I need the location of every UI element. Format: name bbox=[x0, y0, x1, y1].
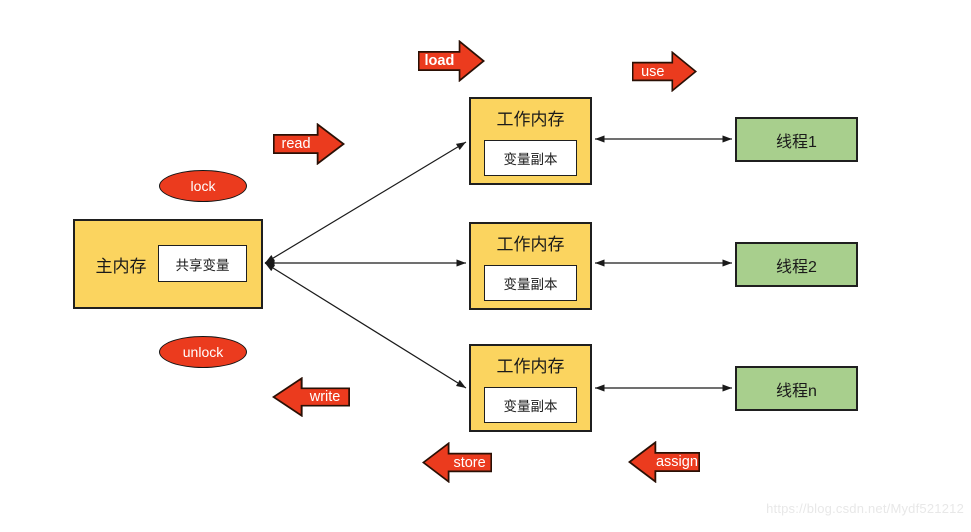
lock-ellipse: lock bbox=[159, 170, 247, 202]
main-memory-label: 主内存 bbox=[95, 256, 147, 276]
working-memory-label: 工作内存 bbox=[496, 110, 565, 129]
variable-copy-box: 变量副本 bbox=[484, 140, 577, 176]
watermark-text: https://blog.csdn.net/Mydf521212 bbox=[766, 501, 964, 516]
unlock-ellipse: unlock bbox=[159, 336, 247, 368]
working-memory-box-1: 工作内存 变量副本 bbox=[469, 97, 592, 185]
variable-copy-box: 变量副本 bbox=[484, 387, 577, 423]
working-memory-label: 工作内存 bbox=[496, 357, 565, 376]
working-memory-label: 工作内存 bbox=[496, 235, 565, 254]
shared-variable-box: 共享变量 bbox=[158, 245, 247, 282]
variable-copy-box: 变量副本 bbox=[484, 265, 577, 301]
thread-box-1: 线程1 bbox=[735, 117, 858, 162]
thread-box-2: 线程2 bbox=[735, 242, 858, 287]
thread-box-n: 线程n bbox=[735, 366, 858, 411]
working-memory-box-2: 工作内存 变量副本 bbox=[469, 222, 592, 310]
working-memory-box-3: 工作内存 变量副本 bbox=[469, 344, 592, 432]
